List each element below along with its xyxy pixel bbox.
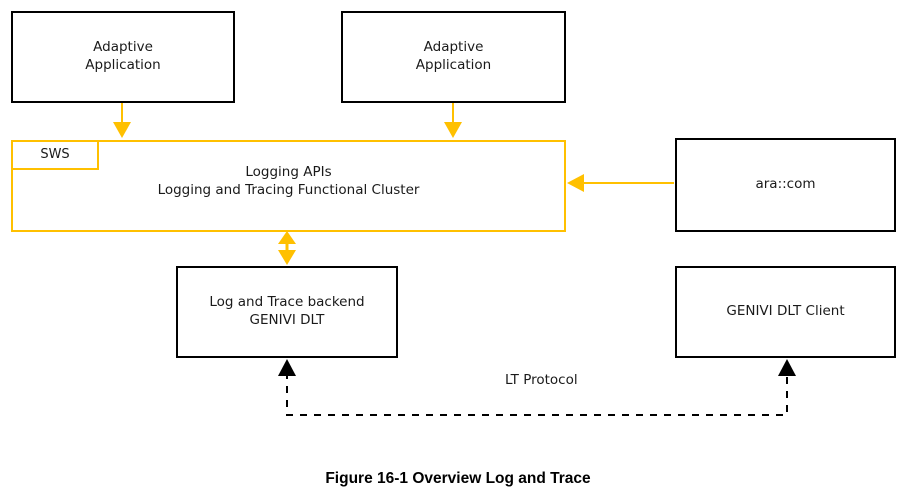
- edge-label-lt-protocol: LT Protocol: [505, 372, 578, 388]
- edge-cluster-to-backend: [278, 231, 296, 265]
- figure-caption: Figure 16-1 Overview Log and Trace: [325, 470, 591, 487]
- node-adaptive-application-left: Adaptive Application: [11, 11, 235, 103]
- edge-ara-com-to-cluster: [567, 174, 674, 192]
- node-label: Log and Trace backend GENIVI DLT: [209, 294, 365, 328]
- edge-app-right-to-cluster: [444, 103, 462, 138]
- node-label: GENIVI DLT Client: [726, 303, 845, 320]
- node-label: SWS: [40, 146, 70, 162]
- node-genivi-dlt-client: GENIVI DLT Client: [675, 266, 896, 358]
- node-logging-tracing-functional-cluster: Logging APIs Logging and Tracing Functio…: [11, 140, 566, 232]
- node-ara-com: ara::com: [675, 138, 896, 232]
- node-adaptive-application-right: Adaptive Application: [341, 11, 566, 103]
- node-label: Logging APIs Logging and Tracing Functio…: [157, 164, 420, 198]
- node-sws-tab: SWS: [11, 140, 99, 170]
- node-label: Adaptive Application: [415, 39, 492, 73]
- edge-app-left-to-cluster: [113, 103, 131, 138]
- node-label: Adaptive Application: [85, 39, 161, 73]
- node-label: ara::com: [755, 176, 816, 193]
- node-log-and-trace-backend: Log and Trace backend GENIVI DLT: [176, 266, 398, 358]
